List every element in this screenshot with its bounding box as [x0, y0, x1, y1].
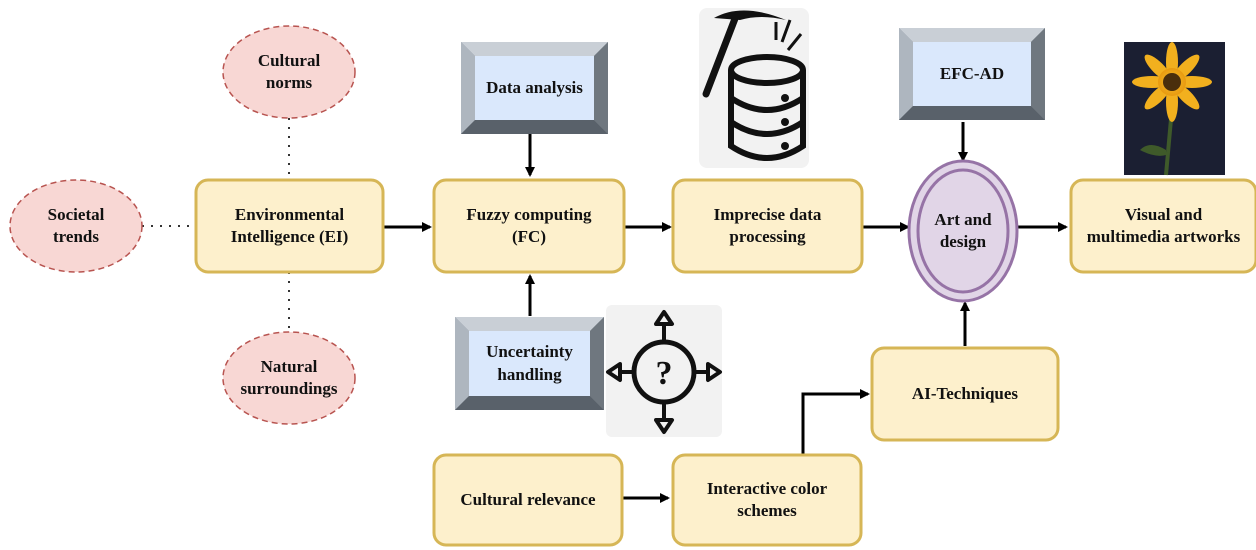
- arrow-ics-to-ai: [801, 389, 870, 455]
- societal-trends-node: [9, 179, 143, 273]
- natural-surroundings-label: Natural surroundings: [240, 356, 338, 398]
- svg-text:?: ?: [656, 355, 673, 392]
- art-and-design-label: Art and design: [934, 209, 992, 251]
- art-and-design-node: [907, 159, 1019, 303]
- interactive-color-schemes-node: [671, 453, 863, 547]
- efc-ad-node: [899, 28, 1045, 120]
- environmental-intelligence-label: Environmental Intelligence (EI): [230, 204, 349, 246]
- ai-techniques-label: AI-Techniques: [911, 383, 1019, 403]
- cultural-relevance-node: [432, 453, 624, 547]
- data-mining-icon: [699, 8, 809, 168]
- uncertainty-handling-node: [455, 317, 604, 410]
- imprecise-data-processing-label: Imprecise data processing: [713, 204, 822, 246]
- uncertainty-handling-label: Uncertainty handling: [486, 342, 573, 384]
- uncertainty-icon: ?: [606, 305, 722, 437]
- sunflower-image: [1124, 42, 1225, 176]
- interactive-color-schemes-label: Interactive color schemes: [706, 478, 828, 520]
- efc-ad-label: EFC-AD: [939, 63, 1005, 83]
- ai-techniques-node: [870, 346, 1060, 442]
- imprecise-data-processing-node: [671, 178, 864, 274]
- data-analysis-node: [461, 42, 608, 134]
- visual-multimedia-node: [1069, 178, 1256, 274]
- fuzzy-computing-label: Fuzzy computing (FC): [466, 204, 592, 246]
- cultural-norms-node: [222, 25, 356, 119]
- natural-surroundings-node: [222, 331, 356, 425]
- environmental-intelligence-node: [194, 178, 385, 274]
- data-analysis-label: Data analysis: [486, 77, 583, 97]
- fuzzy-computing-node: [432, 178, 626, 274]
- cultural-relevance-label: Cultural relevance: [460, 489, 596, 509]
- cultural-norms-label: Cultural norms: [257, 50, 321, 92]
- visual-multimedia-label: Visual and multimedia artworks: [1086, 204, 1241, 246]
- art-and-design-inner-ring: [916, 168, 1010, 294]
- societal-trends-label: Societal trends: [47, 204, 105, 246]
